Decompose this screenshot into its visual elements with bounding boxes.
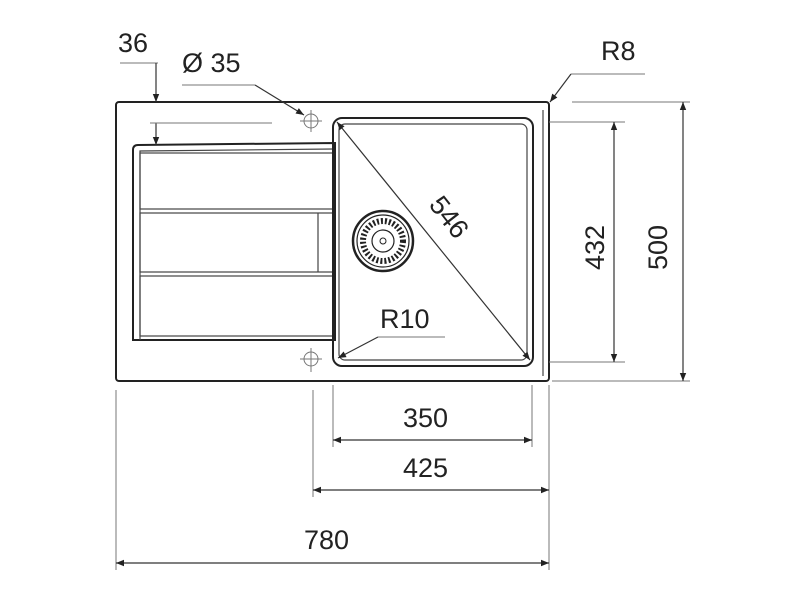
dim-432: 432 <box>549 121 625 363</box>
dim-500: 500 <box>552 101 690 382</box>
dim-36: 36 <box>118 28 272 145</box>
dim-425-label: 425 <box>403 453 448 483</box>
tap-hole-top-icon <box>300 110 322 132</box>
tap-hole-bottom-icon <box>300 348 322 372</box>
dim-r10: R10 <box>337 304 445 359</box>
dim-500-label: 500 <box>643 225 673 270</box>
dim-tap-diameter-label: Ø 35 <box>182 48 241 78</box>
drainer <box>132 141 336 341</box>
dim-350: 350 <box>332 385 533 447</box>
dim-tap-diameter: Ø 35 <box>182 48 305 116</box>
dim-432-label: 432 <box>580 225 610 270</box>
dim-36-label: 36 <box>118 28 148 58</box>
dim-546-label: 546 <box>423 190 474 244</box>
drain-strainer-icon <box>351 209 415 273</box>
dim-r8: R8 <box>549 36 645 103</box>
dim-780: 780 <box>115 390 550 570</box>
dim-546: 546 <box>336 121 531 361</box>
sink-outline <box>115 101 550 382</box>
dim-780-label: 780 <box>304 525 349 555</box>
dim-425: 425 <box>312 385 550 497</box>
dim-r8-label: R8 <box>601 36 636 66</box>
dim-r10-label: R10 <box>380 304 430 334</box>
dim-350-label: 350 <box>403 403 448 433</box>
